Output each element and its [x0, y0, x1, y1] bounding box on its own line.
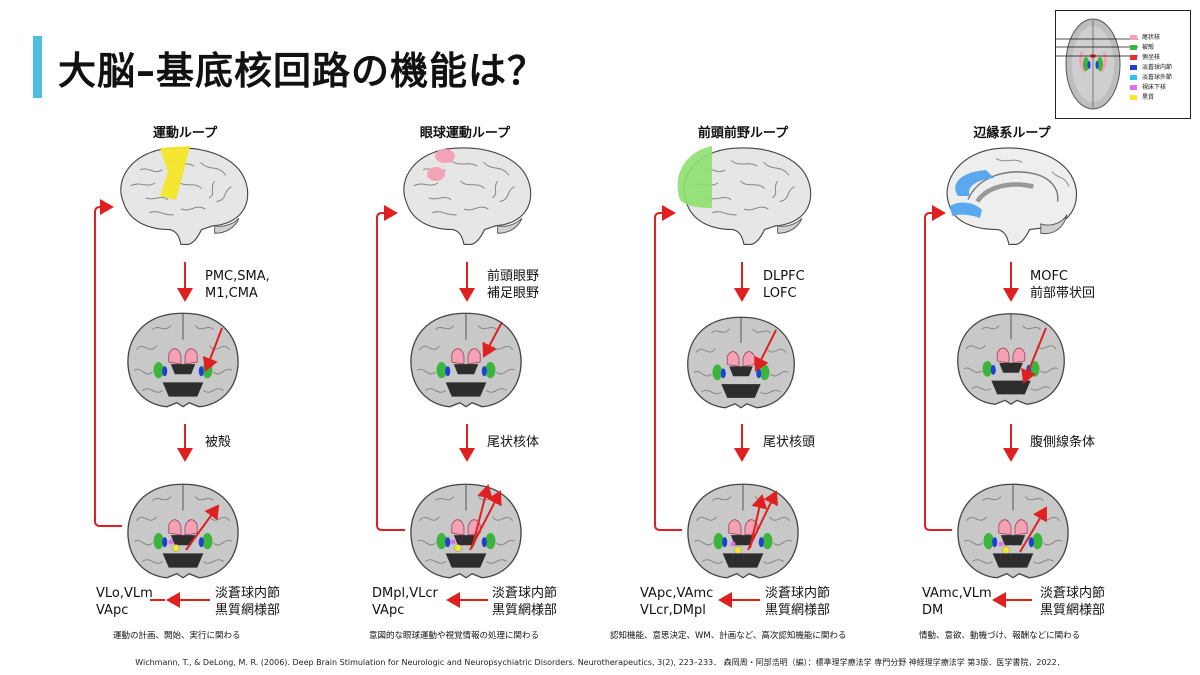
- coronal-slice-striatum: [957, 313, 1065, 405]
- midsagittal-brain-image: [947, 148, 1076, 244]
- arrow-cortex-projection: [1021, 327, 1047, 384]
- loop-motor-diagram: [94, 146, 249, 608]
- legend-swatch: [1130, 95, 1137, 100]
- striatum-label: 被殻: [205, 435, 232, 450]
- legend-swatch: [1130, 45, 1137, 50]
- coronal-slice-striatum: [687, 316, 795, 409]
- loop-function: 運動の計画、開始、実行に関わる: [113, 631, 241, 641]
- supplementary-eye-field-highlight: [427, 167, 445, 181]
- frontal-eye-field-highlight: [435, 149, 455, 163]
- mofc-highlight: [950, 202, 982, 218]
- cortex-regions: DLPFC LOFC: [763, 269, 805, 301]
- legend-item: 淡蒼球内節: [1130, 64, 1172, 72]
- legend-item: 被殻: [1130, 44, 1154, 52]
- coronal-slice-output: [957, 483, 1069, 579]
- coronal-slice-striatum: [127, 312, 239, 408]
- subthalamic-mark: [998, 541, 1004, 547]
- arrow-cortex-projection: [754, 329, 777, 372]
- anterior-cingulate-highlight: [955, 170, 994, 196]
- loop-title: 前頭前野ループ: [697, 126, 789, 141]
- coronal-slice-output: [127, 483, 239, 579]
- legend-item: 淡蒼球外節: [1130, 74, 1172, 82]
- legend-section-lines: [1056, 38, 1138, 57]
- reference-citation: Wichmann, T., & DeLong, M. R. (2006). De…: [135, 658, 1065, 667]
- legend-item: 尾状核: [1130, 34, 1160, 42]
- coronal-slice-output: [687, 483, 799, 579]
- legend-item: 黒質: [1130, 94, 1154, 102]
- output-nuclei: 淡蒼球内節 黒質網様部: [492, 586, 558, 618]
- coronal-slice-striatum: [410, 312, 522, 408]
- arrow-thalamus-to-cortex: [94, 199, 122, 527]
- substantia-nigra-mark: [172, 544, 180, 552]
- arrow-thalamus-projection: [1019, 506, 1048, 553]
- legend-swatch: [1130, 85, 1137, 90]
- cortex-regions: 前頭眼野 補足眼野: [487, 269, 540, 301]
- loop-function: 意図的な眼球運動や視覚情報の処理に関わる: [369, 631, 540, 641]
- loop-function: 情動、意欲、動機づけ、報酬などに関わる: [919, 631, 1081, 641]
- substantia-nigra-mark: [1002, 546, 1010, 554]
- legend-swatch: [1130, 35, 1137, 40]
- cortex-regions: PMC,SMA, M1,CMA: [205, 269, 270, 301]
- prefrontal-highlight: [677, 146, 712, 208]
- legend-item: 視床下核: [1130, 84, 1166, 92]
- arrow-thalamus-to-cortex: [924, 205, 952, 531]
- subthalamic-mark: [168, 539, 174, 545]
- arrow-thalamus-to-cortex: [654, 205, 682, 531]
- motor-cortex-highlight: [160, 146, 190, 200]
- loop-title: 眼球運動ループ: [419, 126, 511, 141]
- output-nuclei: 淡蒼球内節 黒質網様部: [1040, 586, 1106, 618]
- title-accent-bar: [33, 36, 42, 98]
- loop-title: 辺縁系ループ: [973, 126, 1051, 141]
- arrow-thalamus-projection: [471, 484, 493, 549]
- legend-swatch: [1130, 75, 1137, 80]
- legend-item: 側坐核: [1130, 54, 1160, 62]
- thalamus-nuclei: VApc,VAmc VLcr,DMpl: [640, 586, 714, 618]
- lateral-brain-image: [403, 147, 532, 246]
- loop-oculomotor-diagram: [376, 147, 532, 608]
- loop-limbic-diagram: [924, 148, 1076, 608]
- arrow-cortex-projection: [202, 327, 223, 372]
- striatum-label: 尾状核頭: [763, 435, 816, 450]
- thalamus-nuclei: DMpl,VLcr VApc: [372, 586, 438, 618]
- legend-swatch: [1130, 55, 1137, 60]
- striatum-label: 腹側線条体: [1030, 435, 1096, 450]
- substantia-nigra-mark: [454, 544, 462, 552]
- thalamus-nuclei: VLo,VLm VApc: [96, 586, 153, 618]
- loop-title: 運動ループ: [152, 126, 218, 141]
- output-nuclei: 淡蒼球内節 黒質網様部: [765, 586, 831, 618]
- loop-function: 認知機能、意思決定、WM、計画など、高次認知機能に関わる: [610, 631, 847, 641]
- arrow-thalamus-projection: [749, 494, 768, 549]
- cortex-regions: MOFC 前部帯状回: [1030, 269, 1096, 301]
- arrow-thalamus-to-cortex: [376, 205, 405, 531]
- striatum-label: 尾状核体: [487, 435, 540, 450]
- thalamus-nuclei: VAmc,VLm DM: [922, 586, 992, 618]
- substantia-nigra-mark: [734, 546, 742, 554]
- legend-swatch: [1130, 65, 1137, 70]
- arrow-cortex-projection: [482, 321, 503, 358]
- output-nuclei: 淡蒼球内節 黒質網様部: [215, 586, 281, 618]
- loop-prefrontal-diagram: [654, 146, 812, 608]
- subthalamic-mark: [450, 539, 456, 545]
- coronal-slice-output: [410, 483, 522, 579]
- axial-brain-thumbnail: [1065, 18, 1121, 110]
- subthalamic-mark: [730, 541, 736, 547]
- arrow-thalamus-projection: [185, 504, 220, 551]
- legend-box: 尾状核 被殻 側坐核 淡蒼球内節 淡蒼球外節 視床下核 黒質: [1055, 10, 1191, 119]
- page-title: 大脳–基底核回路の機能は？: [58, 49, 547, 93]
